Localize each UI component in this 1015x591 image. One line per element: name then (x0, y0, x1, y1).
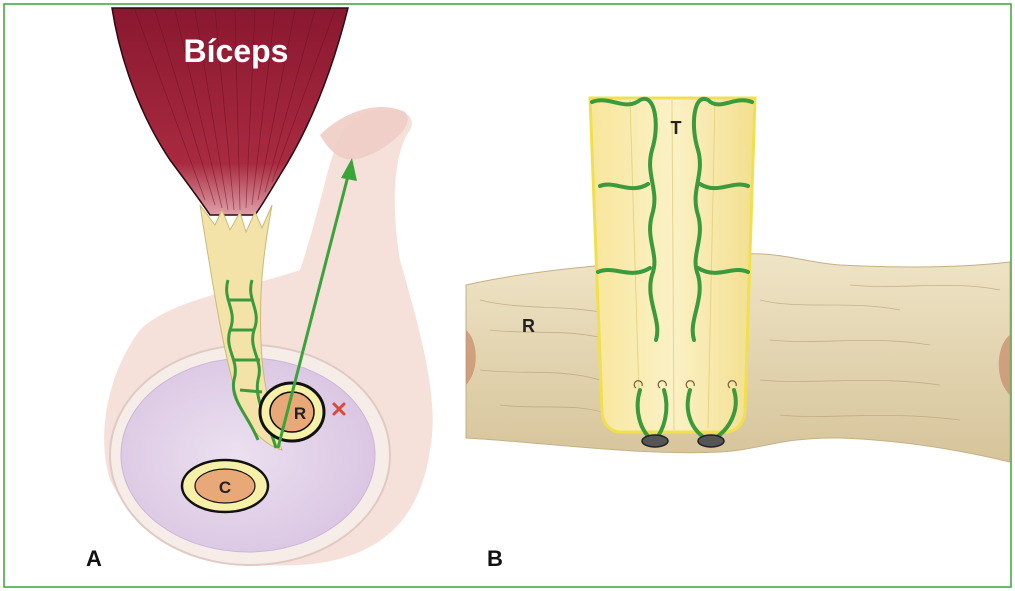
panel-a-letter: A (86, 546, 102, 572)
biceps-label: Bíceps (184, 33, 289, 69)
panel-b-letter: B (487, 546, 503, 572)
cut-label: C (219, 478, 231, 497)
panel-a: Bíceps R C (104, 8, 433, 566)
drill-hole-left (642, 435, 668, 447)
tendon-label: T (671, 118, 682, 138)
radius-label: R (294, 404, 306, 423)
drill-hole-right (698, 435, 724, 447)
c-marker: C (182, 460, 268, 512)
panel-b: R T (466, 98, 1010, 462)
bone-label: R (522, 316, 535, 336)
